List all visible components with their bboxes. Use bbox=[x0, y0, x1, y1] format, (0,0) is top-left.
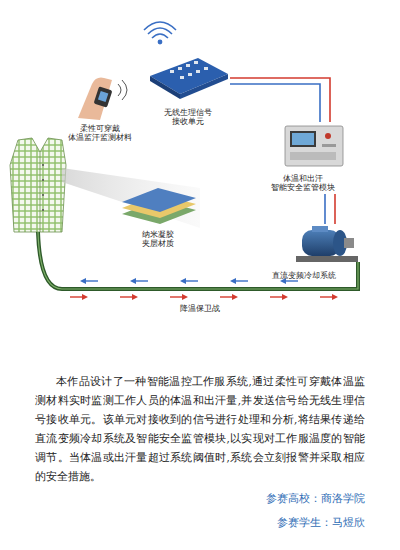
return-arrows bbox=[80, 278, 298, 284]
cooling-system: 直流变频冷却系统 bbox=[268, 224, 363, 282]
school-credit: 参赛高校：商洛学院 bbox=[266, 492, 365, 506]
gel-layers bbox=[122, 188, 196, 224]
label-holder: 降温保卫战 bbox=[0, 304, 400, 314]
gel-material: 纳米凝胶 夹层材质 bbox=[118, 186, 198, 250]
wrist-band bbox=[78, 78, 127, 120]
cooling-unit bbox=[296, 226, 358, 262]
node-label: 纳米凝胶 夹层材质 bbox=[142, 230, 174, 250]
wire bbox=[324, 194, 326, 224]
wifi-signal bbox=[144, 22, 176, 44]
student-credit: 参赛学生：马煜欣 bbox=[277, 516, 365, 530]
hose-label: 降温保卫战 bbox=[177, 304, 223, 314]
wire-pair bbox=[325, 194, 335, 224]
description-paragraph: 本作品设计了一种智能温控工作服系统,通过柔性可穿戴体温监测材料实时监测工作人员的… bbox=[35, 372, 365, 486]
supply-arrows bbox=[70, 294, 338, 300]
node-label: 体温和出汗 智能安全监管模块 bbox=[271, 174, 335, 194]
receiver-unit: 无线生理信号 接收单元 bbox=[145, 52, 230, 128]
node-label: 直流变频冷却系统 bbox=[272, 271, 336, 282]
zoom-beam bbox=[62, 168, 200, 228]
node-label: 柔性可穿戴 体温监汗监测材料 bbox=[68, 124, 132, 144]
wire-pair bbox=[230, 78, 330, 122]
monitor-module: 体温和出汗 智能安全监管模块 bbox=[255, 122, 350, 194]
wire bbox=[334, 194, 336, 224]
monitor-device bbox=[285, 126, 343, 166]
cooling-hose bbox=[38, 232, 358, 289]
work-vest bbox=[10, 138, 66, 232]
node-label: 无线生理信号 接收单元 bbox=[164, 108, 212, 128]
receiver-board bbox=[150, 58, 228, 99]
wire bbox=[230, 78, 330, 122]
wire bbox=[230, 84, 320, 122]
sensor-label: 柔性可穿戴 体温监汗监测材料 bbox=[60, 72, 140, 144]
